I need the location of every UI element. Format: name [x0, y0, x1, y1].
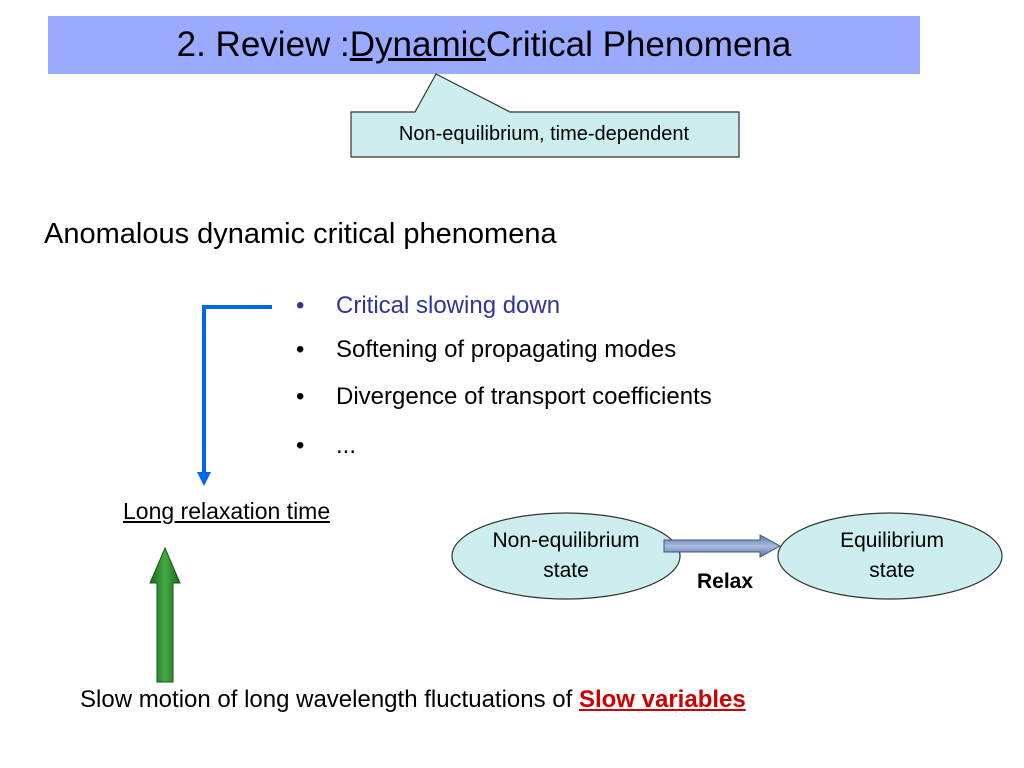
relax-label: Relax — [697, 570, 754, 593]
bullet-marker: • — [296, 336, 305, 363]
long-relaxation-label: Long relaxation time — [123, 498, 331, 524]
non-equilibrium-label: Non-equilibrium state — [472, 526, 660, 586]
bullet-text: Divergence of transport coefficients — [336, 383, 712, 410]
slow-variables-label: Slow variables — [578, 686, 746, 713]
title-emphasis: Dynamic — [349, 25, 486, 64]
non-equilibrium-line-1: Non-equilibrium — [492, 529, 640, 552]
bullet-text: Softening of propagating modes — [336, 336, 677, 363]
bullet-marker: • — [296, 383, 305, 410]
equilibrium-ellipse — [777, 512, 1003, 600]
non-equilibrium-line-2: state — [543, 559, 589, 582]
slide-title: 2. Review : Dynamic Critical Phenomena — [48, 16, 920, 74]
section-heading: Anomalous dynamic critical phenomena — [44, 218, 557, 250]
bottom-statement: Slow motion of long wavelength fluctuati… — [80, 686, 746, 714]
relax-arrow — [663, 534, 782, 558]
bullet-item: • Softening of propagating modes — [296, 336, 676, 364]
bullet-item: •... — [296, 432, 356, 460]
green-up-arrow — [149, 546, 181, 683]
bracket-arrowhead — [197, 472, 211, 486]
bullet-marker: • — [296, 292, 305, 319]
bottom-text: Slow motion of long wavelength fluctuati… — [80, 686, 579, 713]
callout-bubble — [350, 73, 740, 158]
bullet-item: • Divergence of transport coefficients — [296, 383, 712, 411]
title-prefix: 2. Review : — [176, 25, 350, 64]
title-suffix: Critical Phenomena — [485, 25, 792, 64]
equilibrium-line-1: Equilibrium — [840, 529, 944, 552]
callout-text: Non-equilibrium, time-dependent — [398, 122, 690, 145]
bullet-item: • Critical slowing down — [296, 292, 560, 320]
non-equilibrium-ellipse — [451, 512, 681, 600]
equilibrium-line-2: state — [869, 559, 915, 582]
bullet-text: Critical slowing down — [336, 292, 561, 319]
equilibrium-label: Equilibrium state — [798, 526, 986, 586]
bullet-text: ... — [336, 432, 357, 459]
bracket-arrow — [202, 305, 272, 474]
bullet-marker: • — [296, 432, 305, 459]
